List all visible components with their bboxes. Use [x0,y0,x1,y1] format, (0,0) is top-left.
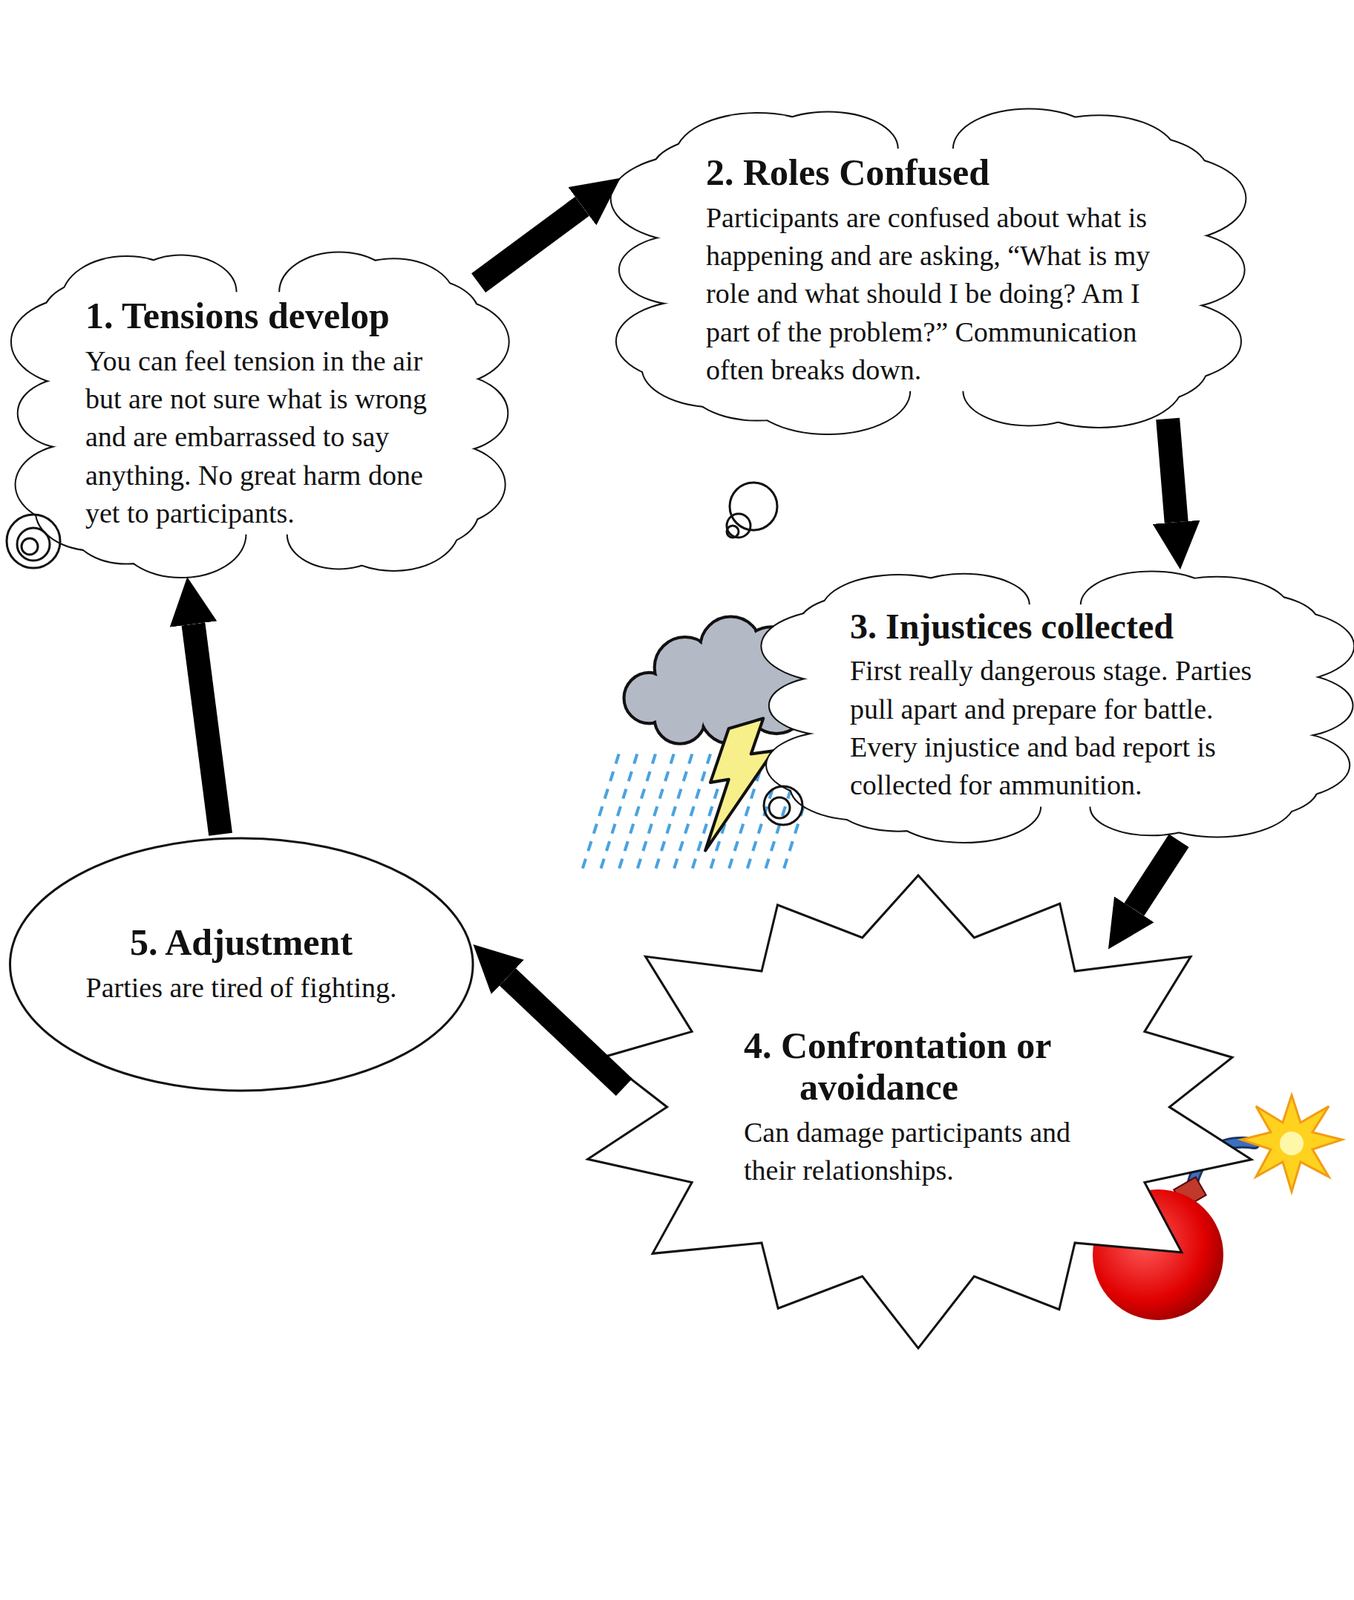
cloud-bump [287,501,389,569]
rain-stroke [616,754,656,876]
lightning-bolt [705,718,774,851]
block-arrow [507,976,625,1088]
block-arrow [1167,418,1176,522]
node-body: Can damage participants and their relati… [743,1113,1093,1190]
node-heading: 4. Confrontation or avoidance [743,1024,1093,1108]
rain-stroke [635,754,675,876]
rain-stroke [580,754,620,876]
node-body: Participants are confused about what is … [705,198,1152,389]
rain-stroke [690,754,729,876]
block-arrow [1134,840,1179,910]
rain-stroke [671,754,711,876]
node-text: 5. AdjustmentParties are tired of fighti… [77,921,405,1007]
cloud-node: 2. Roles ConfusedParticipants are confus… [619,109,1238,431]
cloud-node: 3. Injustices collectedFirst really dang… [769,571,1347,840]
starburst-outline [587,875,1252,1349]
block-arrow [478,206,583,283]
spark [1241,1094,1343,1192]
node-outline [8,836,476,1092]
node-heading: 1. Tensions develop [85,294,394,337]
rain-stroke [653,754,692,876]
node-text: 2. Roles ConfusedParticipants are confus… [705,151,1152,389]
node-heading: 2. Roles Confused [705,151,1152,194]
rain-stroke [726,754,766,876]
starburst-node: 4. Confrontation or avoidanceCan damage … [569,865,1268,1349]
node-text: 4. Confrontation or avoidanceCan damage … [743,1024,1093,1190]
ellipse-node: 5. AdjustmentParties are tired of fighti… [8,836,476,1092]
node-body: Parties are tired of fighting. [77,968,405,1007]
node-text: 3. Injustices collectedFirst really dang… [849,606,1266,805]
block-arrow [193,624,221,835]
cloud-node: 1. Tensions developYou can feel tension … [17,252,503,574]
node-heading: 5. Adjustment [77,921,405,963]
rain-stroke [598,754,637,876]
cloud-bump [964,357,1095,426]
cloud-fill [287,501,389,569]
rain-stroke [708,754,747,876]
node-heading: 3. Injustices collected [849,606,1266,647]
node-text: 1. Tensions developYou can feel tension … [85,294,435,533]
ellipse-outline [9,838,473,1091]
node-body: First really dangerous stage. Parties pu… [849,651,1266,804]
node-body: You can feel tension in the air but are … [85,342,435,533]
cloud-fill [964,357,1095,426]
